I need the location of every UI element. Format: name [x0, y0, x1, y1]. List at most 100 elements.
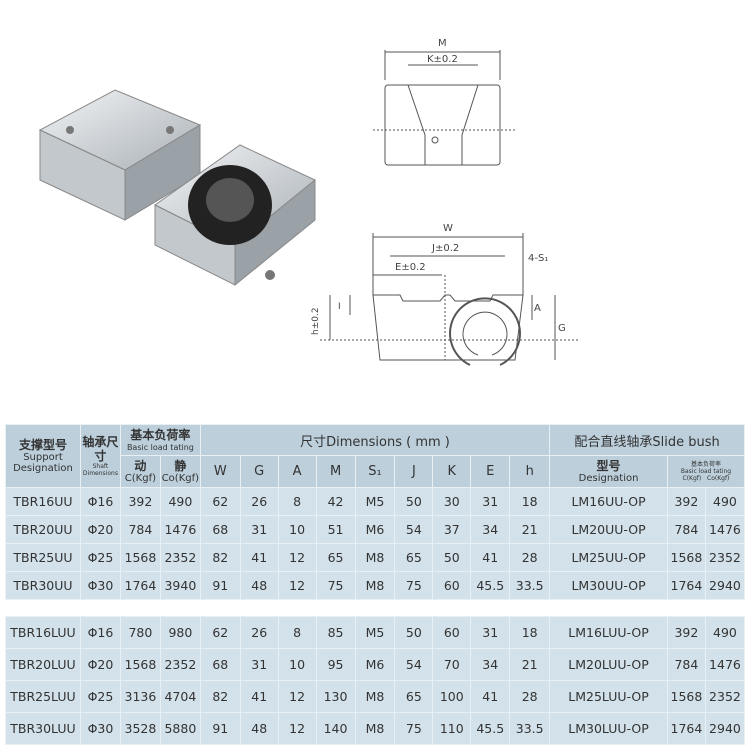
table-cell: 34: [470, 648, 511, 681]
table-cell: 65: [394, 543, 434, 572]
table-cell: 2352: [704, 543, 746, 572]
label-G: G: [558, 323, 566, 334]
table-cell: M6: [354, 648, 396, 681]
table-cell: 130: [315, 680, 356, 713]
table-cell: 75: [394, 712, 434, 745]
table-cell: 490: [159, 487, 201, 516]
table-cell: 2352: [159, 648, 201, 681]
table-cell: Φ20: [79, 515, 121, 544]
table-cell: 980: [159, 616, 201, 649]
table-cell: LM20UU-OP: [549, 515, 668, 544]
table-cell: 91: [199, 712, 241, 745]
table-cell: 392: [666, 487, 706, 516]
table-cell: 60: [432, 616, 472, 649]
table-cell: TBR16UU: [5, 487, 81, 516]
table-cell: 784: [119, 515, 161, 544]
table-cell: 1476: [704, 515, 746, 544]
header-h: h: [509, 455, 551, 488]
table-cell: 85: [315, 616, 356, 649]
label-M: M: [438, 38, 447, 49]
table-cell: 50: [394, 616, 434, 649]
table-cell: 10: [277, 515, 317, 544]
table-cell: 12: [277, 712, 317, 745]
header-J: J: [394, 455, 434, 488]
table-cell: 62: [199, 487, 241, 516]
table-cell: 1764: [666, 571, 706, 600]
table-cell: 18: [509, 616, 551, 649]
table-cell: 51: [315, 515, 356, 544]
table-cell: 68: [199, 515, 241, 544]
table-cell: 75: [394, 571, 434, 600]
table-cell: 8: [277, 616, 317, 649]
table-cell: Φ25: [79, 543, 121, 572]
table-cell: 26: [239, 487, 279, 516]
table-cell: 12: [277, 571, 317, 600]
table-cell: LM30LUU-OP: [549, 712, 668, 745]
table-cell: 490: [704, 616, 746, 649]
table-cell: 12: [277, 680, 317, 713]
table-cell: 45.5: [470, 712, 511, 745]
header-G: G: [239, 455, 279, 488]
table-cell: 1764: [666, 712, 706, 745]
table-cell: 784: [666, 515, 706, 544]
table-cell: 392: [119, 487, 161, 516]
label-A: A: [534, 303, 541, 314]
header-E: E: [470, 455, 511, 488]
table-cell: M8: [354, 543, 396, 572]
table-cell: 8: [277, 487, 317, 516]
table-cell: 41: [239, 543, 279, 572]
label-I: I: [338, 302, 341, 312]
table-cell: Φ25: [79, 680, 121, 713]
table-cell: 21: [509, 515, 551, 544]
table-cell: LM16UU-OP: [549, 487, 668, 516]
table-cell: 110: [432, 712, 472, 745]
table-cell: TBR30UU: [5, 571, 81, 600]
table-cell: M8: [354, 712, 396, 745]
table-cell: TBR20UU: [5, 515, 81, 544]
label-W: W: [443, 223, 453, 234]
header-S1: S₁: [354, 455, 396, 488]
table-cell: 100: [432, 680, 472, 713]
table-cell: 30: [432, 487, 472, 516]
table-cell: 784: [666, 648, 706, 681]
table-cell: 95: [315, 648, 356, 681]
table-cell: TBR25LUU: [5, 680, 81, 713]
table-cell: 54: [394, 515, 434, 544]
table-cell: TBR16LUU: [5, 616, 81, 649]
table-cell: 2352: [159, 543, 201, 572]
table-cell: Φ30: [79, 571, 121, 600]
table-cell: 28: [509, 543, 551, 572]
table-cell: 31: [470, 487, 511, 516]
table-cell: 62: [199, 616, 241, 649]
table-cell: 4704: [159, 680, 201, 713]
table-cell: 1568: [666, 680, 706, 713]
label-S1: 4-S₁: [528, 253, 548, 264]
table-cell: M8: [354, 571, 396, 600]
table-cell: LM25LUU-OP: [549, 680, 668, 713]
table-cell: 3528: [119, 712, 161, 745]
table-cell: 50: [394, 487, 434, 516]
table-cell: 2940: [704, 571, 746, 600]
table-cell: 65: [315, 543, 356, 572]
top-view-drawing: M K±0.2: [373, 38, 515, 166]
table-cell: 21: [509, 648, 551, 681]
table-cell: 41: [470, 543, 511, 572]
table-cell: 1476: [159, 515, 201, 544]
table-cell: 490: [704, 487, 746, 516]
table-cell: 45.5: [470, 571, 511, 600]
table-cell: LM30UU-OP: [549, 571, 668, 600]
table-cell: 140: [315, 712, 356, 745]
table-cell: 82: [199, 543, 241, 572]
header-slide-bush: 配合直线轴承Slide bush: [549, 424, 745, 456]
table-cell: 1568: [119, 543, 161, 572]
table-cell: 60: [432, 571, 472, 600]
